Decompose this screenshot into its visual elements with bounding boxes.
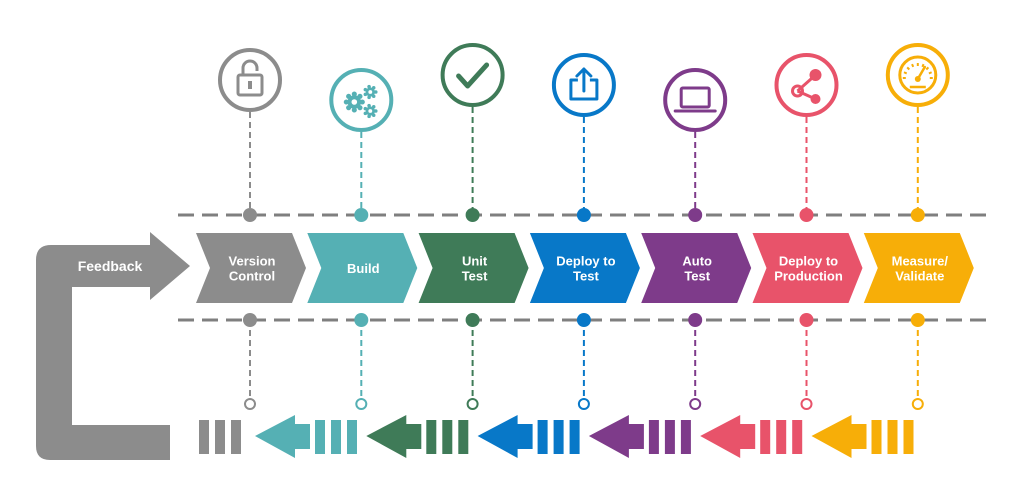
return-arrow-stripe [776,420,787,454]
stage-chevron [641,233,752,303]
top-rail-dot [799,208,814,222]
stage-label: Validate [895,269,944,284]
feedback-loop: Feedback [36,232,241,460]
return-arrow-stripe [315,420,325,454]
top-rail-dot [243,208,257,222]
feedback-stripe [199,420,209,454]
return-node [800,398,813,410]
speedometer-icon [885,43,950,107]
share-icon [774,53,839,117]
stage-build: Build [255,68,418,458]
return-arrow-stripe [331,420,341,454]
top-rail-dot [354,208,369,222]
icon-ring [218,48,282,112]
stage-chevron [529,233,640,303]
return-arrow-stripe [553,420,564,454]
feedback-stripe [231,420,241,454]
stage-chevron [863,233,974,303]
return-node [577,398,590,410]
top-rail-dot [465,208,480,222]
return-arrow-stripe [426,420,437,454]
return-arrow-stripe [569,420,580,454]
stage-label: Build [347,261,380,276]
return-arrow-stripe [648,420,659,454]
stage-label: Version [229,254,276,269]
top-rail-dot [688,208,703,222]
return-arrow-stripe [680,420,691,454]
return-arrow-stripe [903,420,914,454]
stage-label: Test [573,269,599,284]
stage-measure-validate: Measure/Validate [811,43,974,458]
gears-icon [329,68,394,132]
return-arrow-stripe [442,420,453,454]
stage-chevron [307,233,418,303]
return-node [244,398,256,410]
stage-label: Control [229,269,275,284]
stage-label: Test [462,269,488,284]
stage-label: Auto [682,254,712,269]
stage-chevron [196,233,306,303]
return-arrow-stripe [537,420,548,454]
return-arrow-stripe [760,420,771,454]
stage-label: Deploy to [556,254,615,269]
stage-label: Deploy to [779,254,838,269]
padlock-icon [218,48,282,112]
return-arrow-head [700,415,756,458]
laptop-icon [663,68,728,132]
feedback-label: Feedback [78,258,143,274]
return-node [689,398,702,410]
return-arrow-stripe [347,420,357,454]
icon-ring [885,43,950,107]
feedback-stripe [215,420,225,454]
return-arrow-head [255,415,310,458]
return-arrow-head [811,415,867,458]
upload-icon [551,53,616,117]
feedback-loop-arrow [36,232,190,460]
return-arrow-stripe [664,420,675,454]
feedback-stripes [199,420,241,454]
top-rail-dot [576,208,591,222]
return-arrow-head [366,415,422,458]
top-rail-dot [910,208,925,222]
checkmark-icon [440,43,505,107]
return-arrow-stripe [887,420,898,454]
stage-label: Unit [462,254,488,269]
stage-label: Production [774,269,843,284]
stage-label: Test [684,269,710,284]
icon-ring [440,43,505,107]
return-node [466,398,479,410]
return-node [355,398,368,410]
return-arrow-stripe [458,420,469,454]
return-arrow-head [588,415,644,458]
return-arrow-stripe [792,420,803,454]
return-node [911,398,924,410]
stage-chevron [418,233,529,303]
return-arrow-stripe [871,420,882,454]
return-arrow-head [477,415,533,458]
stage-label: Measure/ [892,254,949,269]
icon-ring [663,68,728,132]
stage-chevron [752,233,863,303]
